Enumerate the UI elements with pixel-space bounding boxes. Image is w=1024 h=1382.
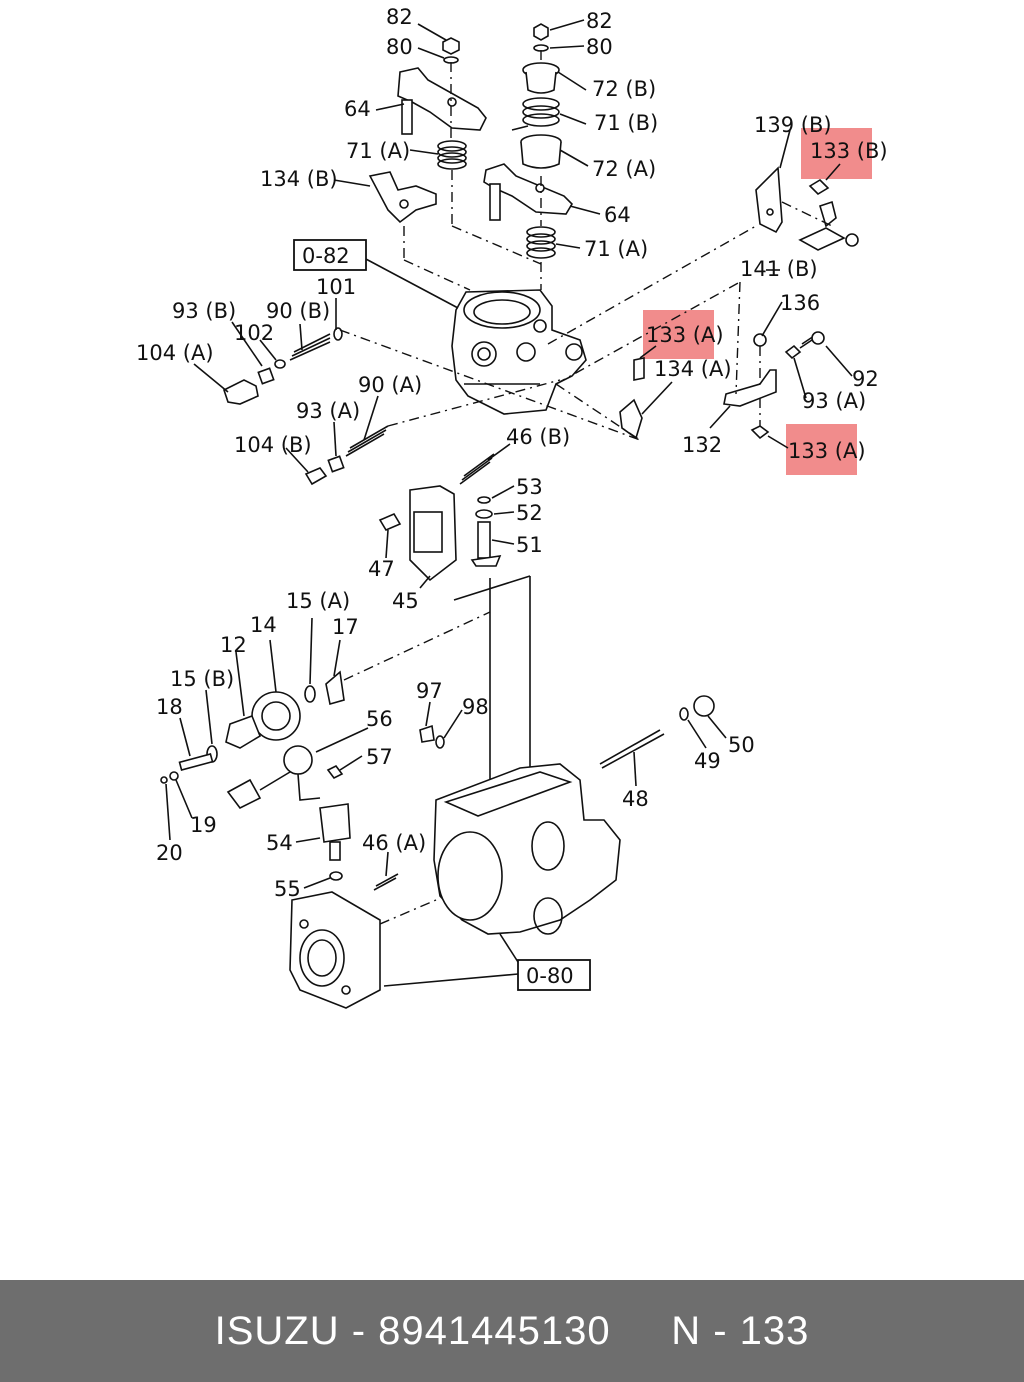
label-104b: 104 (B) <box>234 433 312 457</box>
label-72b: 72 (B) <box>592 77 656 101</box>
label-133a-lower: 133 (A) <box>788 439 866 463</box>
part-info-footer: ISUZU - 8941445130 N - 133 <box>0 1280 1024 1382</box>
label-54: 54 <box>266 831 293 855</box>
label-98: 98 <box>462 695 489 719</box>
label-102: 102 <box>234 321 274 345</box>
label-101: 101 <box>316 275 356 299</box>
footer-part-number: 8941445130 <box>378 1308 611 1353</box>
label-64-left: 64 <box>344 97 371 121</box>
label-15b: 15 (B) <box>170 667 234 691</box>
label-133a-upper: 133 (A) <box>646 323 724 347</box>
label-12: 12 <box>220 633 247 657</box>
footer-brand: ISUZU <box>214 1308 340 1353</box>
ref-box-0-82 <box>293 239 367 271</box>
label-47: 47 <box>368 557 395 581</box>
label-45: 45 <box>392 589 419 613</box>
label-49: 49 <box>694 749 721 773</box>
label-17: 17 <box>332 615 359 639</box>
pump-housing <box>289 763 621 1009</box>
label-141b: 141 (B) <box>740 257 818 281</box>
adjusting-screws <box>223 327 641 486</box>
highlight-133a-lower <box>786 424 857 475</box>
footer-separator: - <box>351 1308 367 1353</box>
label-57: 57 <box>366 745 393 769</box>
footer-reference: N - 133 <box>671 1308 810 1353</box>
highlight-133b <box>801 128 872 179</box>
label-64-right: 64 <box>604 203 631 227</box>
label-71a-right: 71 (A) <box>584 237 648 261</box>
label-51: 51 <box>516 533 543 557</box>
label-104a: 104 (A) <box>136 341 214 365</box>
label-0-82: 0-82 <box>302 244 350 268</box>
label-50: 50 <box>728 733 755 757</box>
upper-linkage-parts <box>368 23 574 291</box>
label-92: 92 <box>852 367 879 391</box>
label-133b: 133 (B) <box>810 139 888 163</box>
label-93a-left: 93 (A) <box>296 399 360 423</box>
label-97: 97 <box>416 679 443 703</box>
label-19: 19 <box>190 813 217 837</box>
label-53: 53 <box>516 475 543 499</box>
part-labels: 82 80 64 71 (A) 134 (B) 82 80 72 (B) 71 … <box>136 5 888 988</box>
label-136: 136 <box>780 291 820 315</box>
label-93a-right: 93 (A) <box>802 389 866 413</box>
label-46b: 46 (B) <box>506 425 570 449</box>
governor-housing <box>451 289 587 415</box>
label-82-left: 82 <box>386 5 413 29</box>
label-48: 48 <box>622 787 649 811</box>
label-90a: 90 (A) <box>358 373 422 397</box>
ref-box-0-80 <box>517 959 591 991</box>
label-55: 55 <box>274 877 301 901</box>
highlight-133a-upper <box>643 310 714 359</box>
label-71b: 71 (B) <box>594 111 658 135</box>
label-71a-left: 71 (A) <box>346 139 410 163</box>
label-15a: 15 (A) <box>286 589 350 613</box>
exploded-parts-diagram: 82 80 64 71 (A) 134 (B) 82 80 72 (B) 71 … <box>136 5 888 1009</box>
label-139b: 139 (B) <box>754 113 832 137</box>
label-46a: 46 (A) <box>362 831 426 855</box>
right-brackets <box>547 166 859 441</box>
label-93b: 93 (B) <box>172 299 236 323</box>
label-134b: 134 (B) <box>260 167 338 191</box>
lower-left-parts <box>160 611 715 891</box>
label-80-right: 80 <box>586 35 613 59</box>
leader-lines <box>165 19 853 987</box>
label-132: 132 <box>682 433 722 457</box>
label-90b: 90 (B) <box>266 299 330 323</box>
label-80-left: 80 <box>386 35 413 59</box>
label-82-right: 82 <box>586 9 613 33</box>
label-72a: 72 (A) <box>592 157 656 181</box>
label-20: 20 <box>156 841 183 865</box>
label-56: 56 <box>366 707 393 731</box>
label-18: 18 <box>156 695 183 719</box>
label-134a: 134 (A) <box>654 357 732 381</box>
middle-assembly <box>378 453 531 830</box>
label-52: 52 <box>516 501 543 525</box>
label-14: 14 <box>250 613 277 637</box>
label-0-80: 0-80 <box>526 964 574 988</box>
